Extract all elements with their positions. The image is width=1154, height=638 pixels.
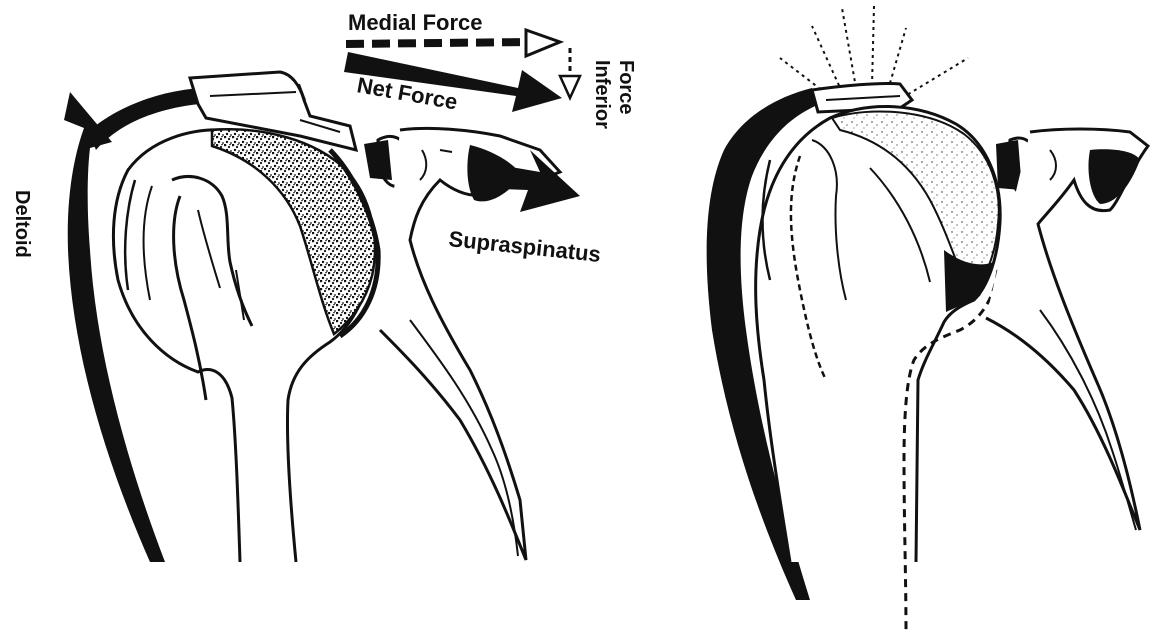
inferior-force-label-line1: Inferior: [591, 60, 613, 129]
deltoid-label: Deltoid: [11, 190, 33, 258]
inferior-force-arrow: [560, 48, 580, 98]
inferior-force-label-line2: Force: [615, 60, 637, 114]
left-panel: Medial Force Net Force Inferior Force Su…: [11, 10, 637, 562]
right-panel: [707, 6, 1148, 632]
medial-force-label: Medial Force: [348, 10, 482, 35]
supraspinatus-label: Supraspinatus: [447, 226, 602, 267]
